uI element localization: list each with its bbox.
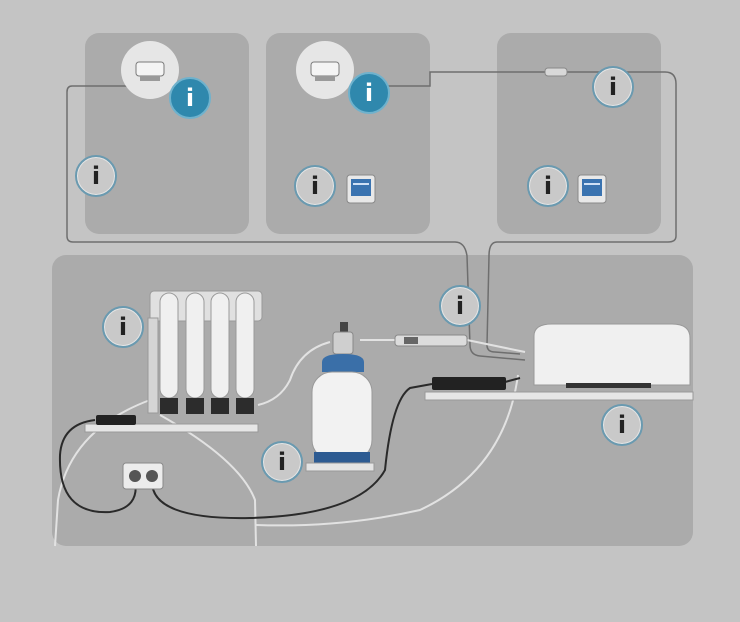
info-icon: i [310,172,320,200]
uv-lamp-icon [394,334,468,347]
info-icon: i [543,172,553,200]
info-hotspot-filter-unit[interactable]: i [102,306,144,348]
tank-icon [305,322,375,472]
power-adapter-icon [432,377,506,390]
info-hotspot-uv-lamp[interactable]: i [439,285,481,327]
info-icon: i [608,73,618,101]
filter-icon [84,290,263,433]
info-icon: i [277,448,287,476]
display-icon [577,174,607,204]
info-hotspot-leak-sensor[interactable]: i [592,66,634,108]
info-icon: i [617,411,627,439]
info-hotspot-storage-tank[interactable]: i [261,441,303,483]
info-hotspot-control-box[interactable]: i [601,404,643,446]
faucet-icon [121,41,179,99]
info-hotspot-faucet-bath[interactable]: i [348,72,390,114]
faucet-icon [296,41,354,99]
info-hotspot-faucet-kitchen[interactable]: i [169,77,211,119]
info-icon: i [364,79,374,107]
leak-sensor-icon [544,67,568,77]
controller-icon [424,323,694,401]
info-icon: i [185,84,195,112]
info-hotspot-display-1[interactable]: i [294,165,336,207]
info-hotspot-display-2[interactable]: i [527,165,569,207]
power-adapter-icon [96,415,136,425]
info-icon: i [118,313,128,341]
info-hotspot-tubing-left[interactable]: i [75,155,117,197]
info-icon: i [455,292,465,320]
info-icon: i [91,162,101,190]
display-icon [346,174,376,204]
power-outlet-icon [122,462,164,490]
